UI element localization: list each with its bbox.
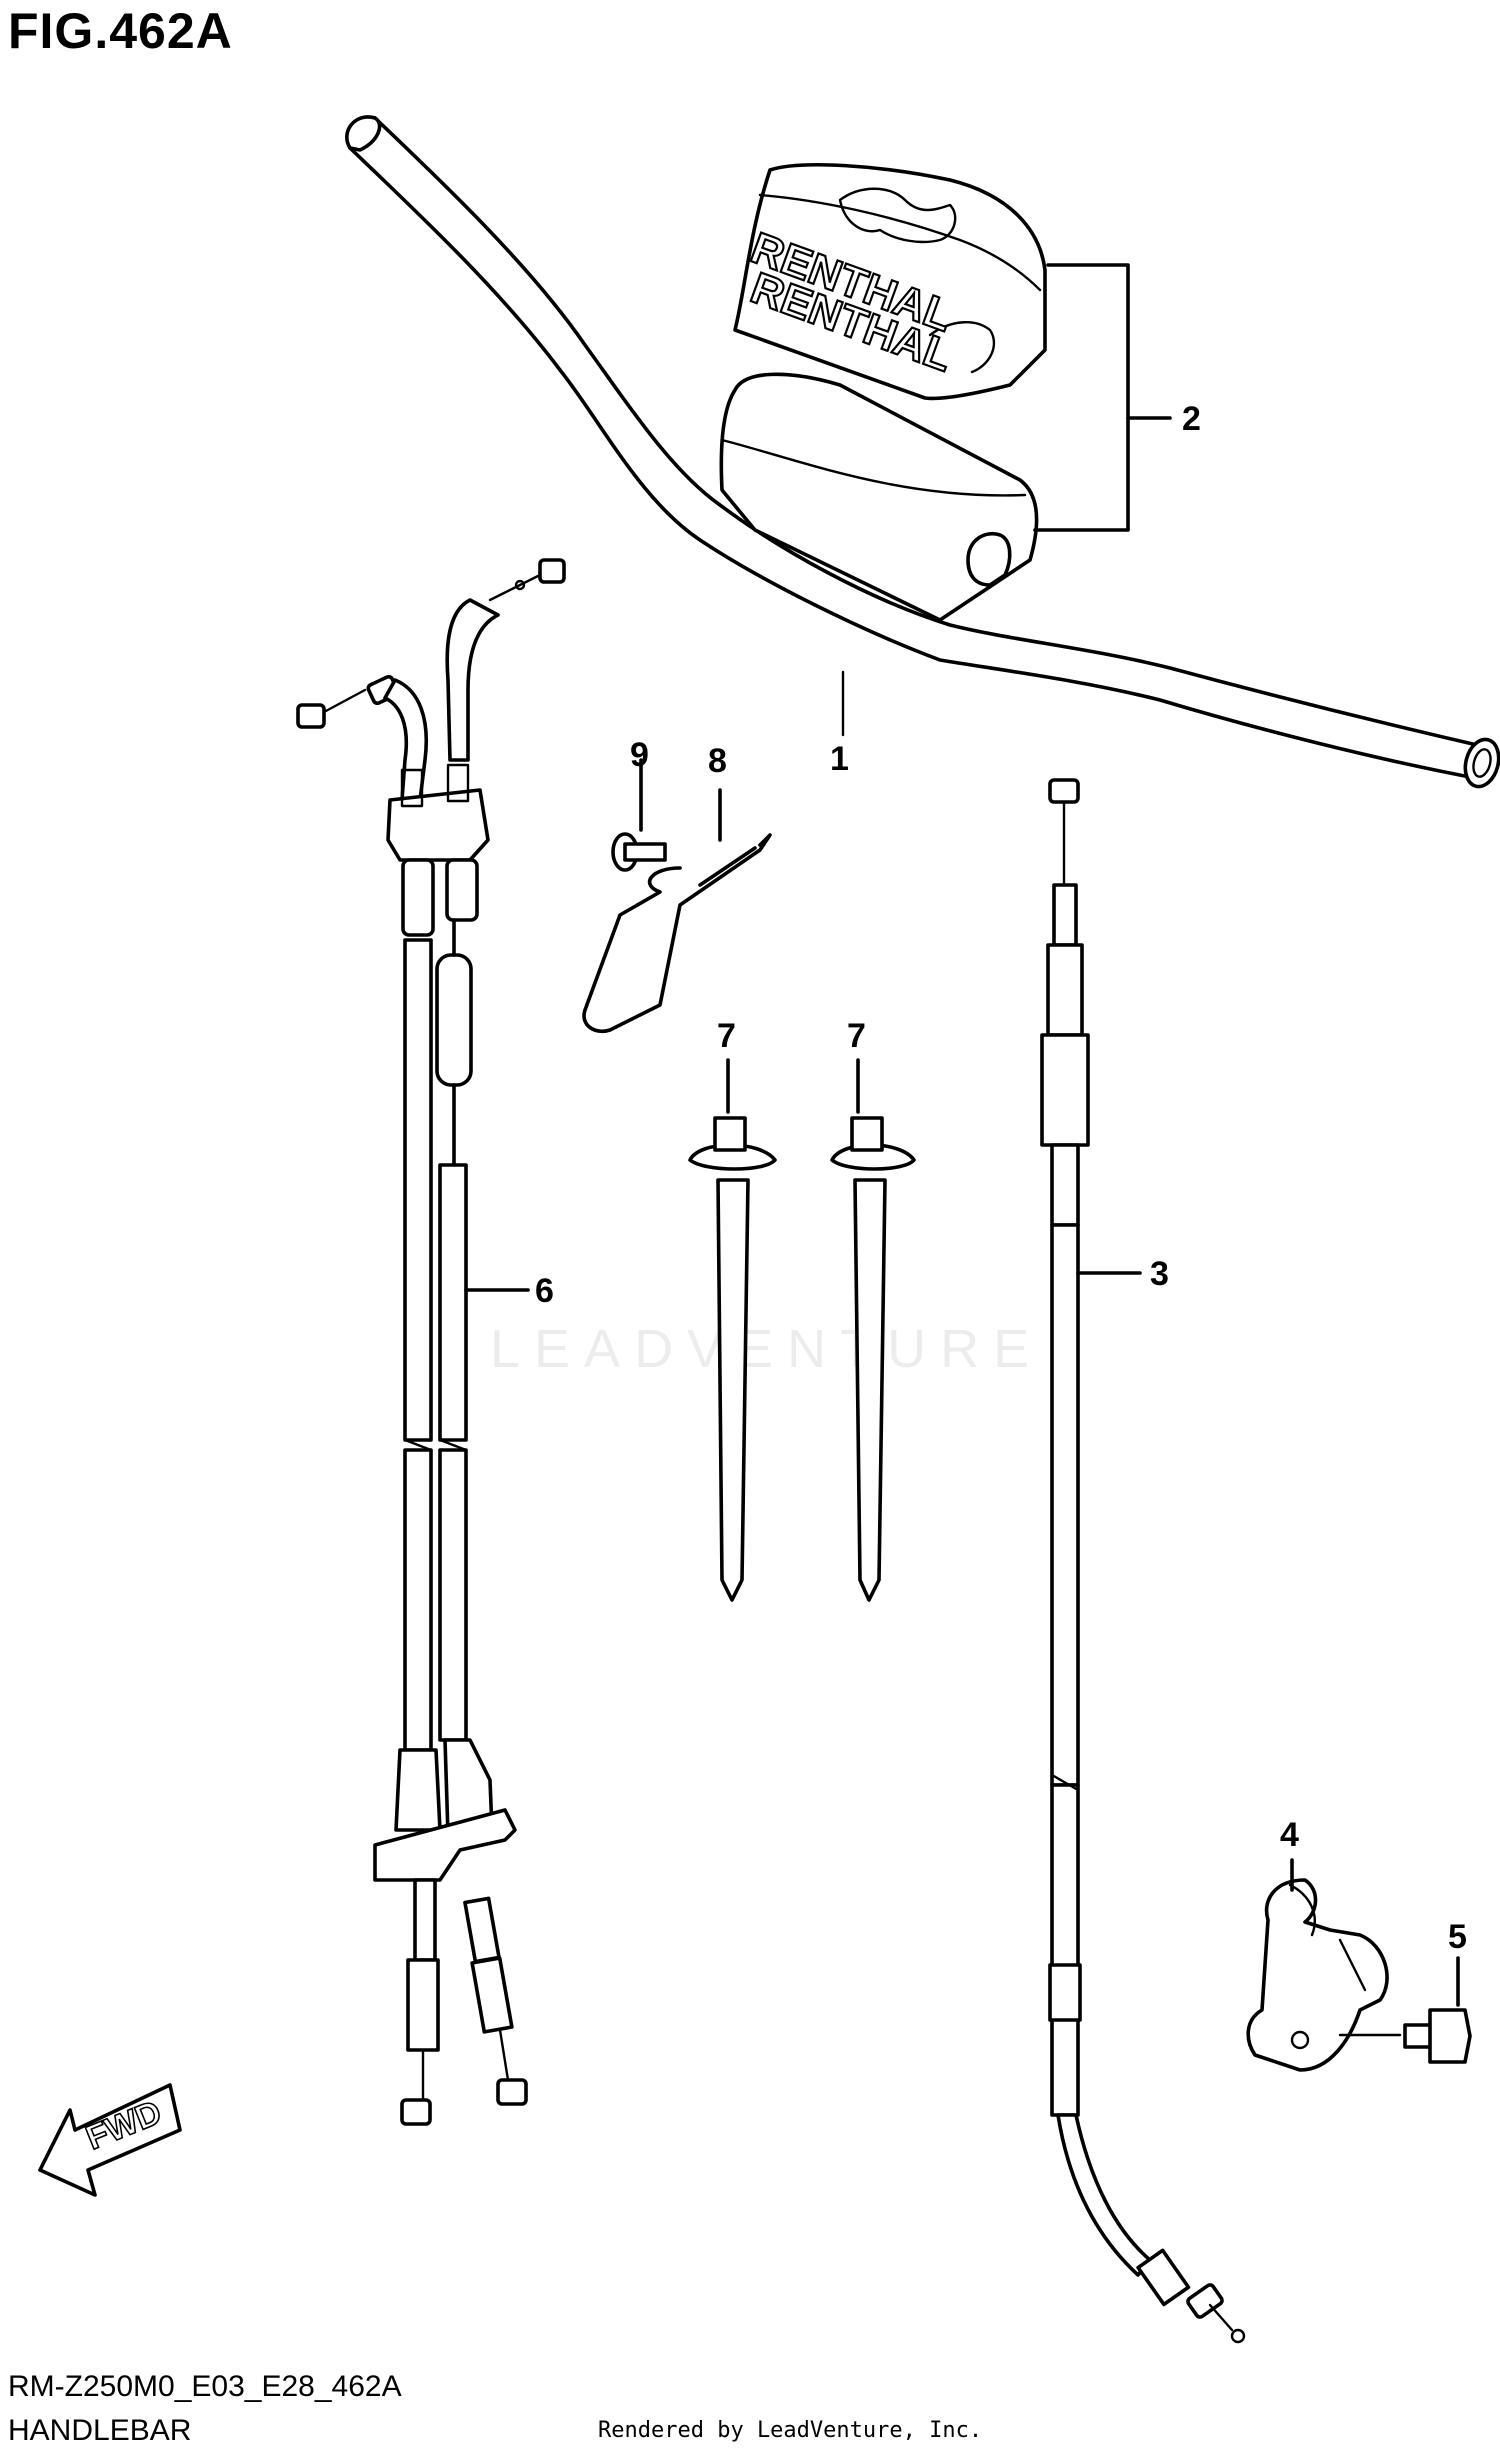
callout-4: 4 bbox=[1280, 1816, 1299, 1854]
callout-5: 5 bbox=[1448, 1918, 1467, 1956]
cable-holder[interactable] bbox=[1246, 1858, 1389, 2072]
group-name: HANDLEBAR bbox=[8, 2414, 192, 2447]
clamp-screw[interactable] bbox=[611, 758, 667, 872]
model-code: RM-Z250M0_E03_E28_462A bbox=[8, 2370, 402, 2403]
callout-6: 6 bbox=[535, 1272, 554, 1310]
cable-tie-left[interactable] bbox=[688, 1058, 777, 1602]
callout-1: 1 bbox=[830, 740, 849, 778]
throttle-cable-assembly[interactable] bbox=[296, 558, 566, 2126]
callout-8: 8 bbox=[708, 742, 727, 780]
callout-3: 3 bbox=[1150, 1255, 1169, 1293]
clutch-cable[interactable] bbox=[1040, 778, 1246, 2344]
callout-2: 2 bbox=[1182, 400, 1201, 438]
fwd-arrow: FWD bbox=[38, 2083, 182, 2197]
cable-tie-right[interactable] bbox=[830, 1058, 916, 1602]
figure-title: FIG.462A bbox=[8, 3, 233, 59]
callout-7b: 7 bbox=[847, 1017, 866, 1055]
render-credit: Rendered by LeadVenture, Inc. bbox=[598, 2418, 983, 2443]
wire-clamp[interactable] bbox=[582, 788, 772, 1033]
handlebar[interactable] bbox=[345, 115, 1500, 790]
callout-9: 9 bbox=[630, 736, 649, 774]
handlebar-pad-set[interactable]: RENTHAL RENTHAL bbox=[719, 162, 1172, 622]
callout-7a: 7 bbox=[717, 1017, 736, 1055]
holder-bolt[interactable] bbox=[1338, 1956, 1472, 2064]
watermark: LEADVENTURE bbox=[490, 1319, 1044, 1379]
